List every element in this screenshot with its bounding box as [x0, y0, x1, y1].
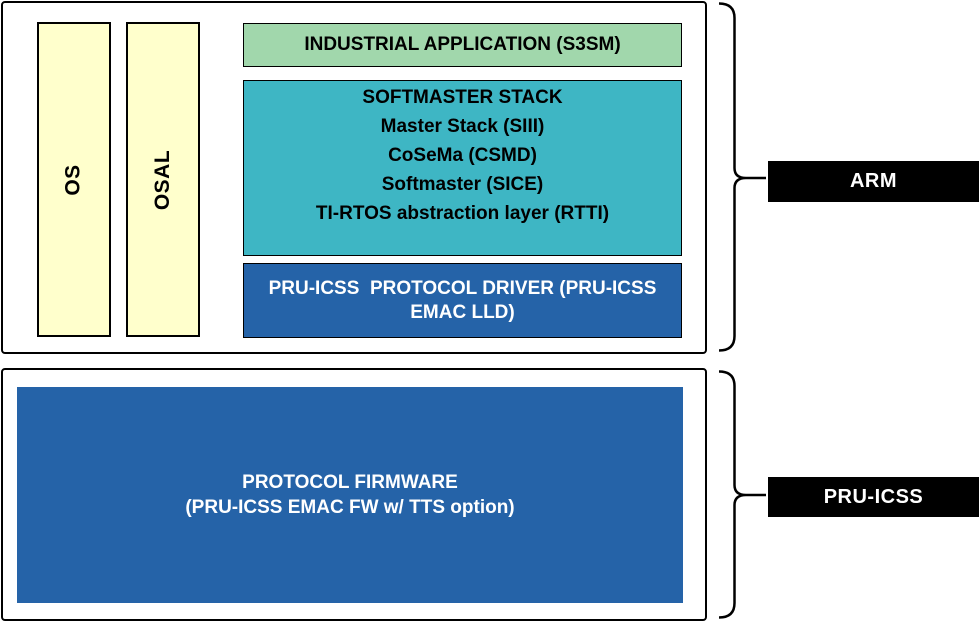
pru-icss-container: PROTOCOL FIRMWARE (PRU-ICSS EMAC FW w/ T… [1, 368, 707, 621]
softmaster-stack-item: Master Stack (SIII) [380, 116, 545, 137]
osal-label: OSAL [151, 149, 174, 210]
protocol-firmware-subtitle: (PRU-ICSS EMAC FW w/ TTS option) [185, 497, 515, 518]
arm-software-container: OS OSAL INDUSTRIAL APPLICATION (S3SM) SO… [1, 1, 707, 354]
softmaster-stack-item: TI-RTOS abstraction layer (RTTI) [315, 203, 610, 224]
arm-label: ARM [849, 170, 898, 192]
softmaster-stack-title: SOFTMASTER STACK [362, 87, 563, 108]
protocol-firmware-box: PROTOCOL FIRMWARE (PRU-ICSS EMAC FW w/ T… [17, 387, 683, 603]
pru-bracket-brace [718, 370, 747, 619]
protocol-firmware-title: PROTOCOL FIRMWARE [242, 472, 458, 493]
os-box: OS [37, 22, 111, 337]
industrial-application-label: INDUSTRIAL APPLICATION (S3SM) [304, 34, 621, 55]
softmaster-stack-box: SOFTMASTER STACK Master Stack (SIII) CoS… [243, 80, 682, 256]
os-label: OS [62, 163, 85, 196]
softmaster-stack-item: Softmaster (SICE) [381, 174, 544, 195]
industrial-application-box: INDUSTRIAL APPLICATION (S3SM) [243, 23, 682, 67]
softmaster-stack-item: CoSeMa (CSMD) [388, 145, 537, 166]
protocol-driver-label: PRU-ICSS PROTOCOL DRIVER (PRU-ICSS EMAC … [268, 277, 662, 323]
arm-label-box: ARM [768, 161, 979, 202]
protocol-driver-box: PRU-ICSS PROTOCOL DRIVER (PRU-ICSS EMAC … [243, 263, 682, 338]
pru-icss-label-box: PRU-ICSS [768, 477, 979, 517]
arm-bracket-brace [718, 2, 747, 352]
pru-icss-label: PRU-ICSS [823, 485, 924, 508]
osal-box: OSAL [126, 22, 200, 337]
